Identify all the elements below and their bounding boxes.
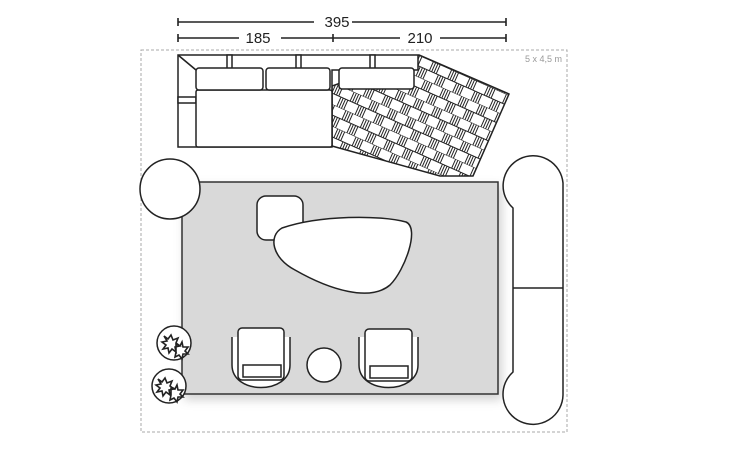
armchair-left	[231, 327, 291, 389]
sofa	[177, 54, 419, 148]
plant	[156, 325, 192, 361]
side-table	[306, 347, 342, 383]
dimension-right-label: 210	[407, 30, 432, 47]
coffee-table	[273, 216, 413, 294]
room-boundary	[140, 49, 568, 433]
cushion	[195, 67, 264, 91]
plant	[151, 368, 187, 404]
dimension-total: 395	[177, 14, 507, 31]
dimension-left-label: 185	[245, 30, 270, 47]
round-pouf	[139, 158, 201, 220]
cushion	[265, 67, 331, 91]
armchair-right	[358, 328, 419, 389]
room-size-label: 5 x 4,5 m	[525, 54, 562, 64]
dimension-sections: 185 210	[177, 30, 507, 47]
cushion	[338, 67, 415, 90]
curved-sofa	[502, 155, 564, 426]
dimension-total-label: 395	[324, 14, 349, 31]
